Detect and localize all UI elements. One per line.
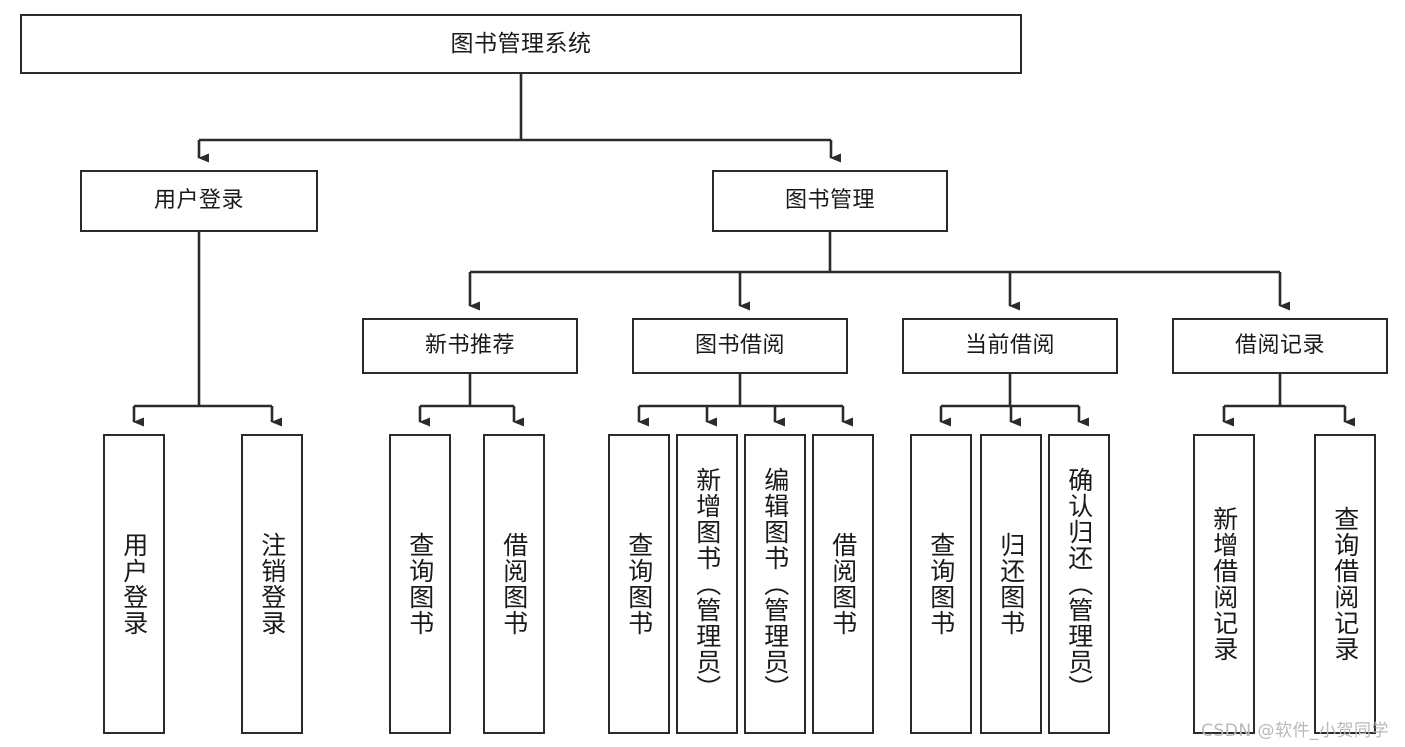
node-book-management-label: 图书管理	[784, 188, 875, 214]
leaf-borrow-add-book[interactable]: 新增图书（管理员）	[676, 434, 738, 734]
leaf-current-confirm-return[interactable]: 确认归还（管理员）	[1048, 434, 1110, 734]
leaf-borrow-query-book-label: 查询图书	[624, 532, 654, 636]
node-new-book-recommend[interactable]: 新书推荐	[362, 318, 578, 374]
node-root[interactable]: 图书管理系统	[20, 14, 1022, 74]
leaf-borrow-borrow-book[interactable]: 借阅图书	[812, 434, 874, 734]
leaf-current-confirm-return-label: 确认归还（管理员）	[1064, 467, 1094, 701]
node-borrow-record-label: 借阅记录	[1234, 333, 1325, 359]
leaf-current-return-book-label: 归还图书	[996, 532, 1026, 636]
node-user-login-label: 用户登录	[153, 188, 244, 214]
leaf-new-book-borrow[interactable]: 借阅图书	[483, 434, 545, 734]
leaf-current-query-book-label: 查询图书	[926, 532, 956, 636]
node-user-login[interactable]: 用户登录	[80, 170, 318, 232]
node-new-book-recommend-label: 新书推荐	[424, 333, 515, 359]
node-borrow-record[interactable]: 借阅记录	[1172, 318, 1388, 374]
leaf-borrow-add-book-label: 新增图书（管理员）	[692, 467, 722, 701]
node-book-borrow[interactable]: 图书借阅	[632, 318, 848, 374]
leaf-record-query[interactable]: 查询借阅记录	[1314, 434, 1376, 734]
leaf-borrow-query-book[interactable]: 查询图书	[608, 434, 670, 734]
leaf-new-book-query-label: 查询图书	[405, 532, 435, 636]
leaf-record-query-label: 查询借阅记录	[1330, 506, 1360, 662]
leaf-user-login-login-label: 用户登录	[119, 532, 149, 636]
leaf-current-return-book[interactable]: 归还图书	[980, 434, 1042, 734]
node-current-borrow[interactable]: 当前借阅	[902, 318, 1118, 374]
leaf-current-query-book[interactable]: 查询图书	[910, 434, 972, 734]
leaf-borrow-edit-book[interactable]: 编辑图书（管理员）	[744, 434, 806, 734]
leaf-record-add-label: 新增借阅记录	[1209, 506, 1239, 662]
leaf-user-login-logout-label: 注销登录	[257, 532, 287, 636]
node-book-management[interactable]: 图书管理	[712, 170, 948, 232]
leaf-record-add[interactable]: 新增借阅记录	[1193, 434, 1255, 734]
leaf-user-login-logout[interactable]: 注销登录	[241, 434, 303, 734]
leaf-borrow-borrow-book-label: 借阅图书	[828, 532, 858, 636]
node-current-borrow-label: 当前借阅	[964, 333, 1055, 359]
leaf-new-book-borrow-label: 借阅图书	[499, 532, 529, 636]
watermark: CSDN @软件_小贺同学	[1201, 721, 1389, 741]
leaf-borrow-edit-book-label: 编辑图书（管理员）	[760, 467, 790, 701]
leaf-new-book-query[interactable]: 查询图书	[389, 434, 451, 734]
node-book-borrow-label: 图书借阅	[694, 333, 785, 359]
node-root-label: 图书管理系统	[450, 30, 592, 57]
leaf-user-login-login[interactable]: 用户登录	[103, 434, 165, 734]
